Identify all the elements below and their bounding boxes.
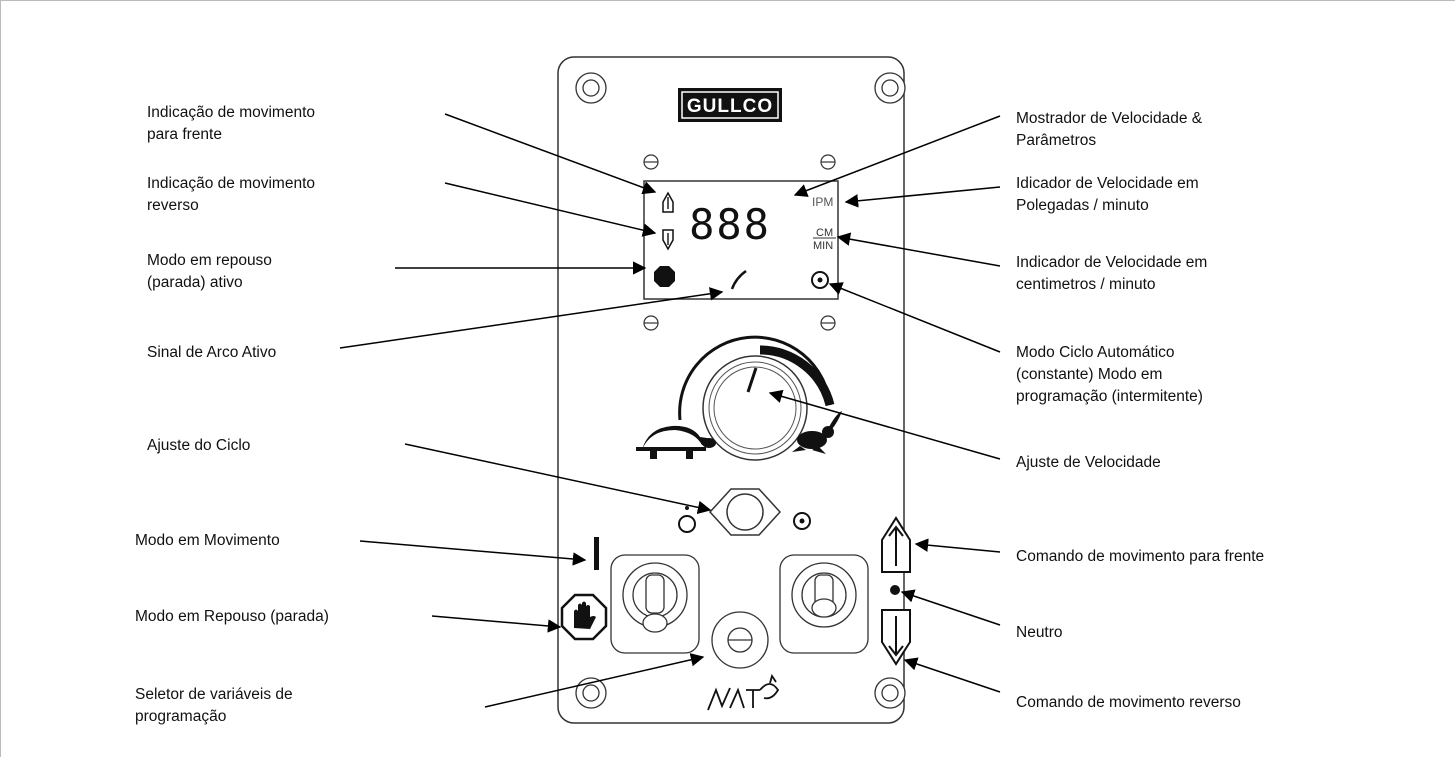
neutral-dot-icon	[890, 585, 900, 595]
ipm-indicator: IPM	[812, 195, 833, 209]
leader-speed-display	[793, 115, 1001, 197]
leader-forward-indication	[444, 113, 657, 195]
label-speed-adjust: Ajuste de Velocidade	[1016, 454, 1161, 471]
gullco-logo: GULLCO	[678, 88, 782, 122]
leader-forward-command	[914, 538, 1001, 553]
corner-screw-bottom-left	[575, 677, 607, 709]
forward-command-icon	[881, 516, 911, 573]
program-selector-dial[interactable]	[711, 611, 769, 669]
label-forward-command: Comando de movimento para frente	[1016, 548, 1265, 565]
reverse-indicator-icon	[662, 229, 674, 251]
cm-indicator: CM	[816, 227, 833, 239]
standby-indicator-icon	[654, 266, 675, 287]
arc-signal-icon	[730, 269, 747, 290]
cycle-adjust-button[interactable]	[708, 488, 782, 536]
label-motion-mode: Modo em Movimento	[135, 532, 280, 549]
motion-mode-icon	[594, 537, 599, 570]
rabbit-fast-icon	[792, 411, 842, 454]
brand-text: GULLCO	[687, 96, 773, 117]
leader-ipm-indicator	[844, 186, 1001, 208]
leader-reverse-command	[903, 657, 1001, 693]
auto-cycle-indicator-icon	[811, 271, 829, 289]
corner-screw-top-right	[874, 72, 906, 104]
cycle-auto-icon	[793, 512, 811, 530]
display-screw-icon	[643, 154, 659, 170]
turtle-slow-icon	[636, 425, 716, 459]
display-screw-icon	[820, 315, 836, 331]
leader-reverse-indication	[444, 182, 657, 237]
min-indicator: MIN	[813, 240, 833, 252]
standby-hand-icon	[560, 593, 608, 641]
leader-standby-mode	[431, 615, 562, 633]
leader-program-selector	[484, 653, 705, 708]
leader-auto-cycle	[828, 282, 1001, 353]
direction-toggle[interactable]	[779, 554, 869, 654]
label-reverse-command: Comando de movimento reverso	[1016, 694, 1241, 711]
corner-screw-bottom-right	[874, 677, 906, 709]
corner-screw-top-left	[575, 72, 607, 104]
label-speed-display: Mostrador de Velocidade &Parâmetros	[1016, 110, 1203, 149]
label-arc-signal: Sinal de Arco Ativo	[147, 344, 277, 361]
forward-indicator-icon	[662, 191, 674, 213]
label-standby-mode: Modo em Repouso (parada)	[135, 608, 329, 625]
leader-neutral	[900, 589, 1001, 626]
leader-cycle-adjust	[404, 443, 712, 515]
cycle-off-icon	[678, 506, 696, 533]
run-stop-toggle[interactable]	[610, 554, 700, 654]
label-auto-cycle: Modo Ciclo Automático(constante) Modo em…	[1016, 344, 1203, 405]
label-cycle-adjust: Ajuste do Ciclo	[147, 437, 251, 454]
display-screw-icon	[643, 315, 659, 331]
leader-cm-indicator	[836, 232, 1001, 267]
display-screw-icon	[820, 154, 836, 170]
label-neutral: Neutro	[1016, 624, 1063, 641]
leader-arc-signal	[339, 287, 724, 349]
leader-speed-adjust	[768, 389, 1001, 460]
kat-logo-icon	[707, 673, 780, 711]
reverse-command-icon	[881, 609, 911, 666]
speed-digits: 888	[689, 200, 771, 249]
leader-motion-mode	[359, 540, 587, 566]
speed-display-lcd: 888 IPM CM MIN	[643, 180, 839, 300]
label-standby-active: Modo em repouso(parada) ativo	[147, 252, 272, 291]
speed-adjust-knob[interactable]	[678, 335, 835, 461]
